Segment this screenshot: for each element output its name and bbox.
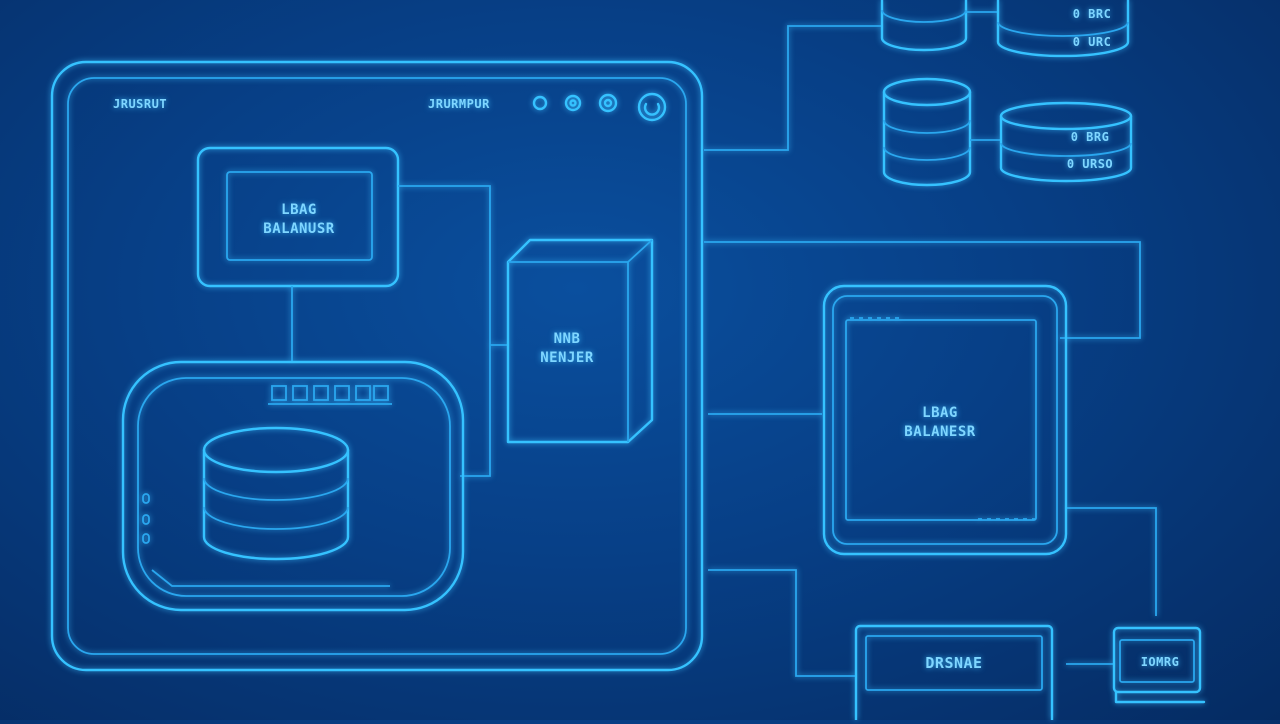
main-panel bbox=[50, 60, 704, 672]
small-device[interactable] bbox=[1112, 626, 1206, 704]
connector-line bbox=[1066, 507, 1157, 616]
power-arc-icon bbox=[643, 102, 661, 116]
storage-label: 0 BRG bbox=[1071, 130, 1110, 144]
load-balancer-left-line2: BALANUSR bbox=[263, 221, 335, 237]
panel-toolbar-text: JRURMPUR bbox=[428, 97, 490, 111]
storage-disk-icon bbox=[999, 101, 1133, 183]
storage-label: 0 URSO bbox=[1067, 157, 1113, 171]
small-device-label: IOMRG bbox=[1141, 655, 1180, 669]
load-balancer-left-line1: LBAG bbox=[281, 202, 317, 218]
load-balancer-right-line2: BALANESR bbox=[904, 424, 976, 440]
storage-port-strip bbox=[268, 385, 392, 405]
database-box[interactable] bbox=[854, 624, 1054, 724]
control-circle-icon[interactable] bbox=[564, 94, 582, 112]
node-block[interactable] bbox=[506, 238, 654, 444]
connector-line bbox=[704, 25, 882, 151]
control-dot-icon bbox=[569, 99, 577, 107]
database-box-label: DRSNAE bbox=[925, 654, 982, 672]
settings-dot-icon bbox=[603, 98, 613, 108]
load-balancer-right[interactable] bbox=[822, 284, 1068, 556]
node-block-line2: NENJER bbox=[540, 350, 594, 366]
database-cylinder-icon bbox=[202, 426, 350, 561]
storage-label: 0 URC bbox=[1073, 35, 1112, 49]
storage-disk-icon bbox=[996, 0, 1130, 58]
node-block-line1: NNB bbox=[554, 331, 581, 347]
connector-line bbox=[398, 185, 491, 477]
control-circle-icon[interactable] bbox=[532, 95, 548, 111]
panel-window-controls bbox=[532, 92, 667, 122]
storage-enclosure[interactable] bbox=[121, 360, 465, 612]
settings-icon[interactable] bbox=[598, 93, 618, 113]
database-cylinder-icon bbox=[882, 77, 972, 187]
power-icon[interactable] bbox=[637, 92, 667, 122]
database-cylinder-icon bbox=[880, 0, 968, 52]
storage-label: 0 BRC bbox=[1073, 7, 1112, 21]
panel-title: ЈRUSRUT bbox=[113, 97, 167, 111]
load-balancer-right-line1: LBAG bbox=[922, 405, 958, 421]
connector-line bbox=[708, 569, 856, 677]
connector-line bbox=[704, 241, 1141, 339]
storage-led-icons bbox=[142, 493, 150, 544]
load-balancer-left[interactable] bbox=[196, 146, 400, 288]
